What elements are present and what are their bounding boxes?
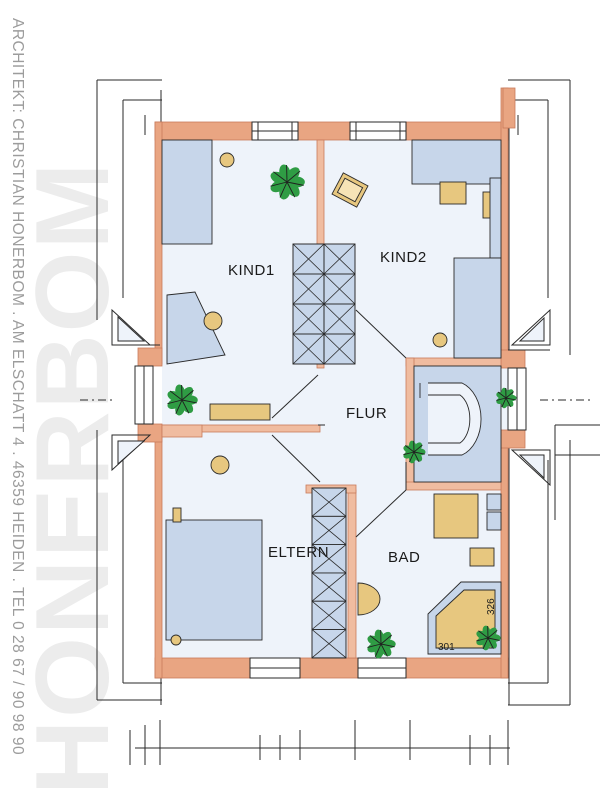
- wardrobe-kind1: [161, 139, 213, 245]
- watermark-small: ARCHITEKT: CHRISTIAN HONERBOM . AM ELSCH…: [9, 18, 26, 755]
- wall-left-upper: [154, 121, 163, 365]
- room-label-kind1: KIND1: [228, 262, 275, 279]
- lamp-eltern: [170, 634, 182, 646]
- bed-kind2: [453, 257, 502, 359]
- sink-top: [486, 493, 502, 511]
- plant-icon: [270, 164, 305, 200]
- nightstand-eltern: [172, 507, 182, 523]
- walls: [137, 87, 526, 679]
- hall-wardrobe: [413, 365, 502, 483]
- plant-icon: [167, 384, 198, 416]
- toilet: [469, 547, 495, 567]
- wall-top: [154, 121, 509, 141]
- plant-icon: [476, 625, 501, 651]
- lamp-kind1: [219, 152, 235, 168]
- wall-left-lower: [154, 433, 163, 679]
- sink-bottom: [486, 511, 502, 531]
- chair-eltern: [210, 455, 230, 475]
- drawer-kind2: [439, 181, 467, 205]
- wall-right-lower: [500, 439, 509, 679]
- room-label-flur: FLUR: [346, 405, 387, 422]
- washbasin: [357, 582, 381, 616]
- tub-label-326: 326: [486, 598, 497, 615]
- plant-icon: [367, 629, 396, 659]
- plant-icon: [496, 387, 517, 409]
- shelf-kind1: [209, 403, 271, 421]
- wall-bottom: [154, 657, 509, 679]
- wardrobe-kind2: [411, 139, 502, 185]
- chair-kind2: [432, 332, 448, 348]
- room-label-eltern: ELTERN: [268, 544, 329, 561]
- tub-label-301: 301: [438, 642, 455, 653]
- door-swings: [271, 309, 407, 538]
- room-label-kind2: KIND2: [380, 249, 427, 266]
- armchair-kind2: [331, 172, 369, 208]
- room-label-bad: BAD: [388, 549, 420, 566]
- windows: [134, 121, 527, 679]
- wall-right-upper: [500, 87, 509, 365]
- watermark-large: HONERBOM: [15, 161, 131, 795]
- dimension-lines: [80, 79, 600, 765]
- shower: [433, 493, 479, 539]
- dormer-sketches: [111, 308, 551, 487]
- chair-kind1: [203, 311, 223, 331]
- plant-icon: [403, 440, 426, 464]
- stair-hatching: [292, 243, 356, 659]
- bed-eltern: [165, 519, 263, 641]
- plants: [167, 164, 517, 659]
- desk-kind1: [166, 291, 226, 365]
- desk-kind2: [489, 177, 502, 259]
